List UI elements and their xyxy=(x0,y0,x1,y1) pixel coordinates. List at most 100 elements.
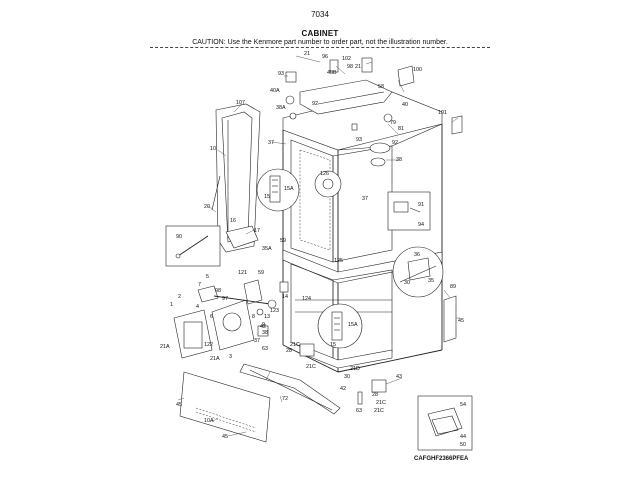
part-label: 6 xyxy=(210,314,213,320)
base-rail xyxy=(239,363,341,415)
part-label: 1 xyxy=(170,302,173,308)
part-label: 97 xyxy=(222,296,228,302)
header-divider xyxy=(150,47,490,48)
control-assembly xyxy=(173,279,289,359)
part-labels: 96 21 102 98 21 40B 100 93 40A 58 38A 92… xyxy=(160,51,466,448)
part-label: 21C xyxy=(374,408,384,414)
leader-lines xyxy=(177,55,460,437)
part-label: 37 xyxy=(254,338,260,344)
part-label: 44 xyxy=(460,434,466,440)
part-label: 59 xyxy=(258,270,264,276)
part-label: 90 xyxy=(176,234,182,240)
caution-note: CAUTION: Use the Kenmore part number to … xyxy=(192,39,448,46)
model-code: CAFGHF2366PFEA xyxy=(414,456,469,462)
part-label: 3 xyxy=(229,354,232,360)
part-label: 21C xyxy=(306,364,316,370)
part-label: 35A xyxy=(262,246,272,252)
part-label: 21 xyxy=(355,64,361,70)
part-label: 28 xyxy=(372,392,378,398)
part-label: 13 xyxy=(264,314,270,320)
part-label: 40A xyxy=(270,88,280,94)
inset-circle-126 xyxy=(314,170,342,198)
inset-circle-15 xyxy=(256,168,300,212)
leveling-legs xyxy=(299,343,387,405)
page-number: 7034 xyxy=(311,10,329,19)
part-label: 37 xyxy=(362,196,368,202)
part-label: 20 xyxy=(204,204,210,210)
part-label: 15 xyxy=(264,194,270,200)
part-label: 14 xyxy=(282,294,288,300)
part-label: 21A xyxy=(160,344,170,350)
part-label: 121 xyxy=(238,270,247,276)
part-label: 107 xyxy=(236,100,245,106)
part-label: 42 xyxy=(340,386,346,392)
part-label: 126 xyxy=(320,171,329,177)
part-label: 30 xyxy=(344,374,350,380)
part-label: 38 xyxy=(396,157,402,163)
part-label: 21C xyxy=(376,400,386,406)
kick-panel xyxy=(179,371,271,443)
side-panel xyxy=(211,103,261,253)
door-switch-89 xyxy=(443,295,457,343)
part-label: 63 xyxy=(262,346,268,352)
part-label: 43 xyxy=(396,374,402,380)
part-label: 30 xyxy=(404,280,410,286)
part-label: 17 xyxy=(254,228,260,234)
part-label: 28 xyxy=(286,348,292,354)
part-label: 96 xyxy=(322,54,328,60)
part-label: 2 xyxy=(178,294,181,300)
page-title: CABINET xyxy=(301,29,339,38)
part-label: 89 xyxy=(450,284,456,290)
part-label: 102 xyxy=(342,56,351,62)
part-label: 59 xyxy=(280,238,286,244)
part-label: 21A xyxy=(210,356,220,362)
inset-detail-90 xyxy=(165,225,221,267)
part-label: 100 xyxy=(413,67,422,73)
part-label: 123 xyxy=(270,308,279,314)
part-label: 15A xyxy=(348,322,358,328)
part-label: 21C xyxy=(290,342,300,348)
part-label: 15 xyxy=(330,342,336,348)
part-label: 45 xyxy=(176,402,182,408)
part-label: 8 xyxy=(252,314,255,320)
model-inset xyxy=(417,395,473,451)
part-label: 38 xyxy=(262,330,268,336)
part-label: 54 xyxy=(460,402,466,408)
part-label: 7 xyxy=(198,282,201,288)
part-label: 35 xyxy=(428,278,434,284)
part-label: 45 xyxy=(222,434,228,440)
inset-circle-35 xyxy=(392,246,444,298)
part-label: 50 xyxy=(460,442,466,448)
top-hinge-cover xyxy=(285,57,463,167)
part-label: 98 xyxy=(347,64,353,70)
part-label: 79 xyxy=(390,120,396,126)
part-label: 15A xyxy=(284,186,294,192)
part-label: 125 xyxy=(334,258,343,264)
part-label: 42 xyxy=(260,324,266,330)
part-label: 122 xyxy=(204,342,213,348)
part-label: 45 xyxy=(458,318,464,324)
part-label: 10A xyxy=(204,418,214,424)
part-label: 92 xyxy=(312,101,318,107)
part-label: 37 xyxy=(268,140,274,146)
part-label: 101 xyxy=(438,110,447,116)
part-label: 93 xyxy=(278,71,284,77)
part-label: 81 xyxy=(398,126,404,132)
part-label: 5 xyxy=(206,274,209,280)
part-label: 124 xyxy=(302,296,311,302)
part-label: 63 xyxy=(356,408,362,414)
part-label: 72 xyxy=(282,396,288,402)
part-label: 16 xyxy=(230,218,236,224)
part-label: 92 xyxy=(392,140,398,146)
part-label: 91 xyxy=(418,202,424,208)
part-label: 38A xyxy=(276,105,286,111)
cabinet-body xyxy=(282,91,443,373)
inset-circle-15a xyxy=(317,303,363,349)
part-label: 94 xyxy=(418,222,424,228)
part-label: 93 xyxy=(356,137,362,143)
inset-detail-91 xyxy=(387,191,431,231)
part-label: 9 xyxy=(262,322,265,328)
part-label: 40B xyxy=(327,70,337,76)
part-label: 36 xyxy=(414,252,420,258)
